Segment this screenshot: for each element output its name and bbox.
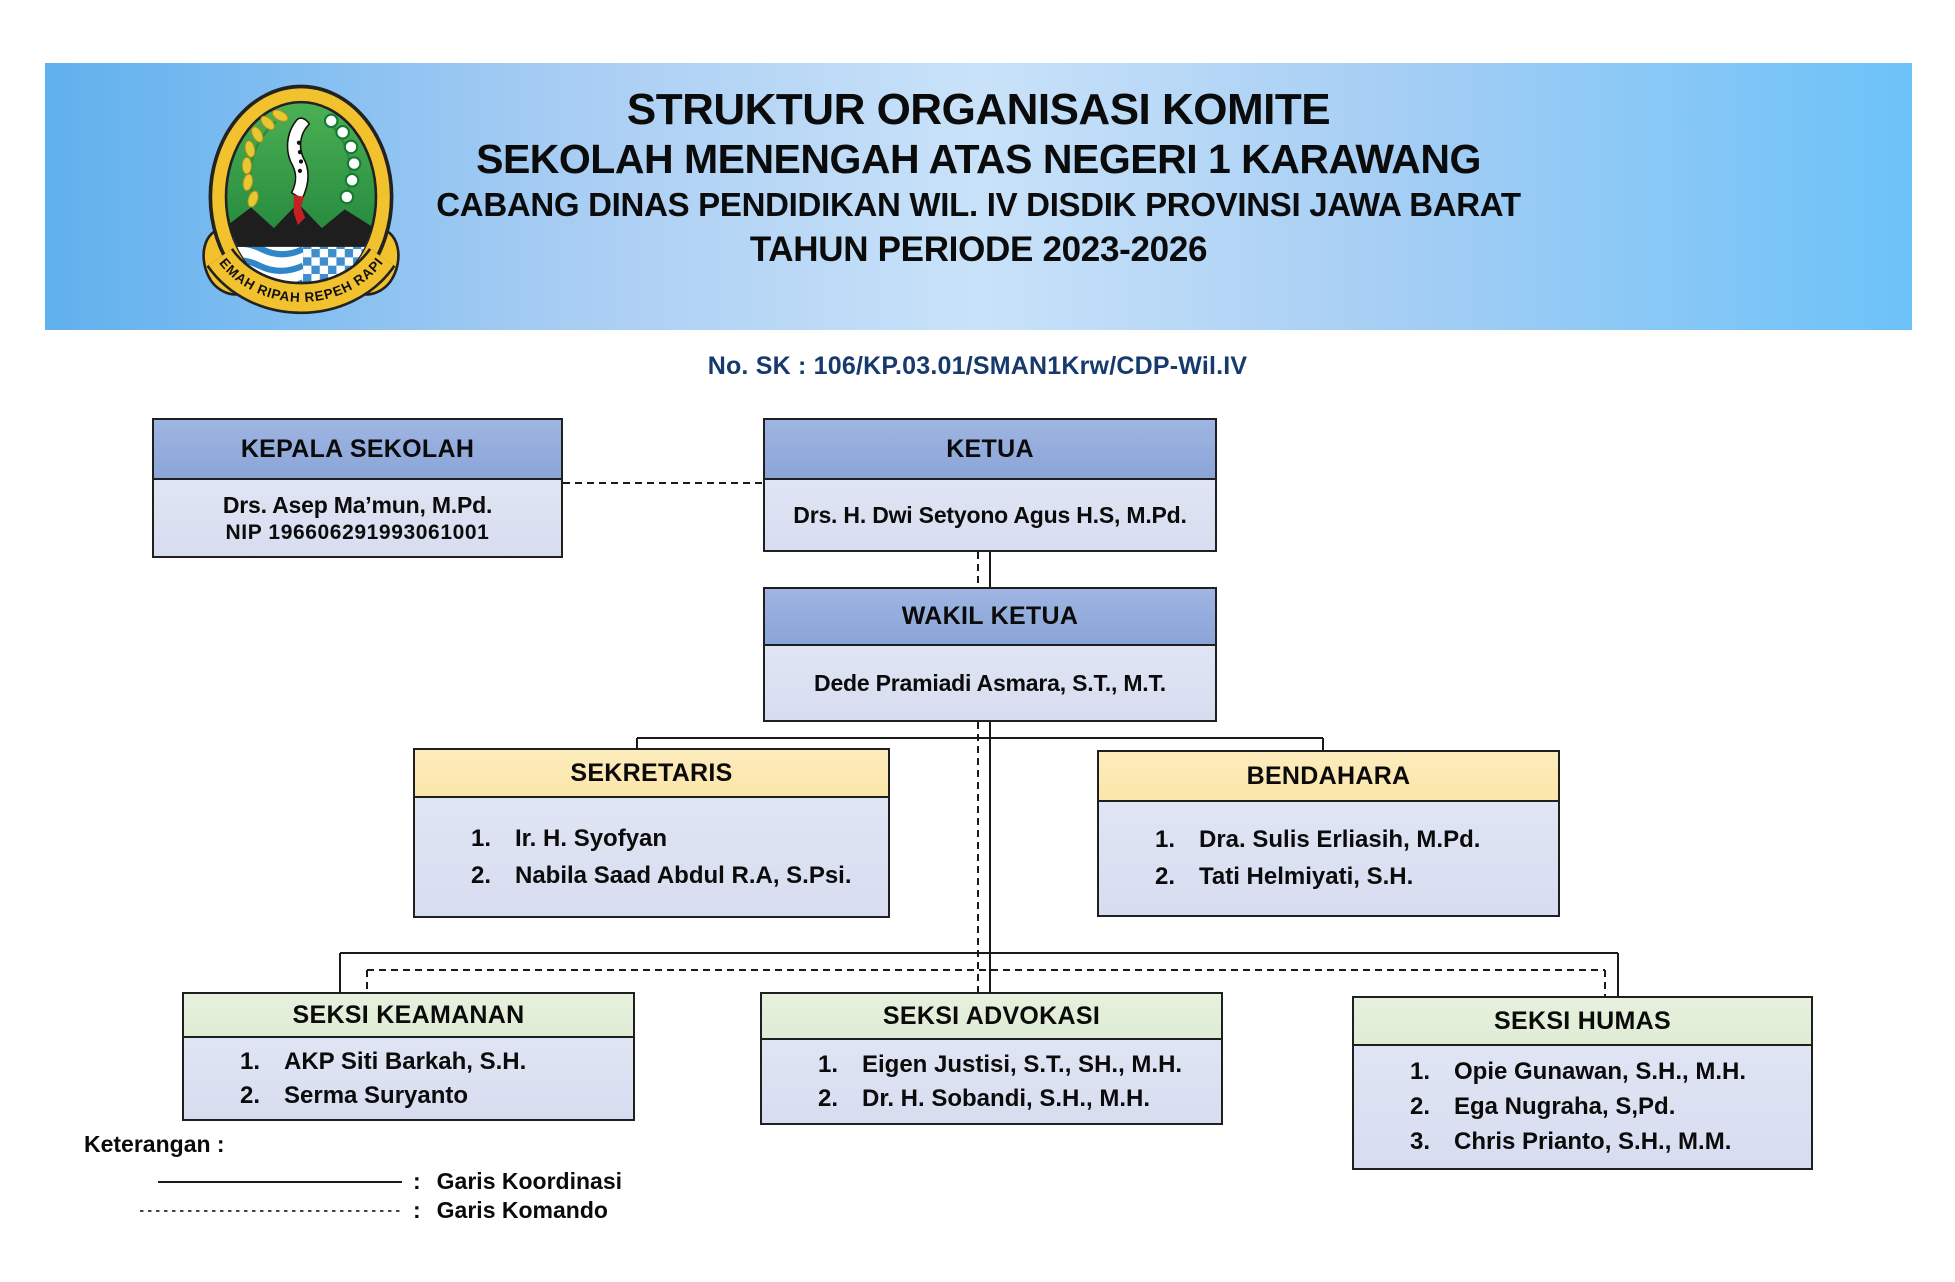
box-sekretaris: SEKRETARIS 1. Ir. H. Syofyan 2. Nabila Saa… [413, 748, 890, 918]
item-name: Eigen Justisi, S.T., SH., M.H. [862, 1050, 1183, 1078]
member-name: Drs. H. Dwi Setyono Agus H.S, M.Pd. [793, 501, 1187, 528]
title-line-4: TAHUN PERIODE 2023-2026 [749, 229, 1208, 269]
item-name: Dra. Sulis Erliasih, M.Pd. [1199, 826, 1481, 853]
item-number: 2. [1155, 863, 1176, 890]
item-name: Chris Prianto, S.H., M.M. [1454, 1128, 1732, 1155]
item-number: 2. [240, 1081, 261, 1109]
list-item: 3. Chris Prianto, S.H., M.M. [1410, 1127, 1811, 1157]
legend-item-koordinasi: : Garis Koordinasi [413, 1168, 622, 1195]
title-line-2: SEKOLAH MENENGAH ATAS NEGERI 1 KARAWANG [476, 136, 1481, 183]
list-item: 1. Dra. Sulis Erliasih, M.Pd. [1155, 825, 1558, 855]
item-name: Ir. H. Syofyan [515, 824, 668, 852]
sk-number: No. SK : 106/KP.03.01/SMAN1Krw/CDP-Wil.I… [707, 352, 1248, 380]
box-seksi-advokasi: SEKSI ADVOKASI 1. Eigen Justisi, S.T., SH… [760, 992, 1223, 1125]
box-seksi-keamanan: SEKSI KEAMANAN 1. AKP Siti Barkah, S.H. 2… [182, 992, 635, 1121]
item-number: 1. [240, 1047, 261, 1075]
box-seksi-humas: SEKSI HUMAS 1. Opie Gunawan, S.H., M.H. 2… [1352, 996, 1813, 1170]
item-name: Tati Helmiyati, S.H. [1199, 863, 1414, 890]
item-number: 1. [818, 1050, 839, 1078]
header-banner: GEMAH RIPAH REPEH RAPIH STRUKTUR ORGANIS… [45, 63, 1912, 330]
legend-label-text: Garis Koordinasi [436, 1168, 622, 1194]
box-title-wakil-ketua: WAKIL KETUA [765, 589, 1215, 646]
legend-item-komando: : Garis Komando [413, 1197, 608, 1224]
header-titles: STRUKTUR ORGANISASI KOMITE SEKOLAH MENEN… [45, 63, 1912, 330]
box-title-seksi-keamanan: SEKSI KEAMANAN [184, 994, 633, 1038]
box-bendahara: BENDAHARA 1. Dra. Sulis Erliasih, M.Pd. 2… [1097, 750, 1560, 917]
box-title-sekretaris: SEKRETARIS [415, 750, 888, 798]
item-name: AKP Siti Barkah, S.H. [284, 1047, 527, 1075]
item-number: 3. [1410, 1128, 1431, 1155]
member-name: Dede Pramiadi Asmara, S.T., M.T. [814, 669, 1166, 696]
list-item: 2. Nabila Saad Abdul R.A, S.Psi. [471, 861, 888, 891]
box-title-ketua: KETUA [765, 420, 1215, 480]
legend-label-text: Garis Komando [436, 1197, 608, 1223]
list-item: 2. Serma Suryanto [240, 1081, 633, 1111]
member-name: Drs. Asep Ma’mun, M.Pd. [222, 491, 493, 518]
box-body-bendahara: 1. Dra. Sulis Erliasih, M.Pd. 2. Tati Helm… [1099, 802, 1558, 915]
list-item: 1. Opie Gunawan, S.H., M.H. [1410, 1057, 1811, 1087]
list-item: 1. Eigen Justisi, S.T., SH., M.H. [818, 1050, 1221, 1080]
item-name: Dr. H. Sobandi, S.H., M.H. [862, 1084, 1151, 1112]
list-item: 2. Tati Helmiyati, S.H. [1155, 862, 1558, 892]
box-kepala-sekolah: KEPALA SEKOLAH Drs. Asep Ma’mun, M.Pd. N… [152, 418, 563, 558]
legend-heading: Keterangan : [84, 1131, 225, 1157]
list-item: 1. Ir. H. Syofyan [471, 824, 888, 854]
member-nip: NIP 196606291993061001 [225, 520, 490, 544]
item-name: Ega Nugraha, S,Pd. [1454, 1093, 1676, 1120]
box-body-seksi-keamanan: 1. AKP Siti Barkah, S.H. 2. Serma Suryanto [184, 1038, 633, 1119]
item-number: 1. [1155, 826, 1176, 853]
item-number: 1. [1410, 1058, 1431, 1085]
item-number: 2. [818, 1084, 839, 1112]
legend-separator: : [413, 1197, 421, 1223]
box-title-bendahara: BENDAHARA [1099, 752, 1558, 802]
box-body-kepala-sekolah: Drs. Asep Ma’mun, M.Pd. NIP 196606291993… [154, 480, 561, 556]
box-title-seksi-humas: SEKSI HUMAS [1354, 998, 1811, 1046]
legend-separator: : [413, 1168, 421, 1194]
box-title-seksi-advokasi: SEKSI ADVOKASI [762, 994, 1221, 1040]
list-item: 1. AKP Siti Barkah, S.H. [240, 1047, 633, 1077]
box-body-sekretaris: 1. Ir. H. Syofyan 2. Nabila Saad Abdul R.A… [415, 798, 888, 916]
item-number: 2. [1410, 1093, 1431, 1120]
title-line-1: STRUKTUR ORGANISASI KOMITE [626, 85, 1331, 134]
box-title-kepala-sekolah: KEPALA SEKOLAH [154, 420, 561, 480]
item-name: Opie Gunawan, S.H., M.H. [1454, 1058, 1747, 1085]
item-name: Nabila Saad Abdul R.A, S.Psi. [515, 861, 852, 889]
list-item: 2. Dr. H. Sobandi, S.H., M.H. [818, 1084, 1221, 1114]
box-body-ketua: Drs. H. Dwi Setyono Agus H.S, M.Pd. [765, 480, 1215, 550]
list-item: 2. Ega Nugraha, S,Pd. [1410, 1092, 1811, 1122]
box-ketua: KETUA Drs. H. Dwi Setyono Agus H.S, M.Pd… [763, 418, 1217, 552]
item-number: 2. [471, 861, 492, 889]
box-body-seksi-advokasi: 1. Eigen Justisi, S.T., SH., M.H. 2. Dr. H… [762, 1040, 1221, 1123]
item-name: Serma Suryanto [284, 1081, 469, 1109]
box-wakil-ketua: WAKIL KETUA Dede Pramiadi Asmara, S.T., … [763, 587, 1217, 722]
title-line-3: CABANG DINAS PENDIDIKAN WIL. IV DISDIK P… [436, 186, 1521, 224]
box-body-seksi-humas: 1. Opie Gunawan, S.H., M.H. 2. Ega Nugraha… [1354, 1046, 1811, 1168]
box-body-wakil-ketua: Dede Pramiadi Asmara, S.T., M.T. [765, 646, 1215, 720]
item-number: 1. [471, 824, 492, 852]
jawa-barat-logo-icon: GEMAH RIPAH REPEH RAPIH [185, 74, 400, 324]
